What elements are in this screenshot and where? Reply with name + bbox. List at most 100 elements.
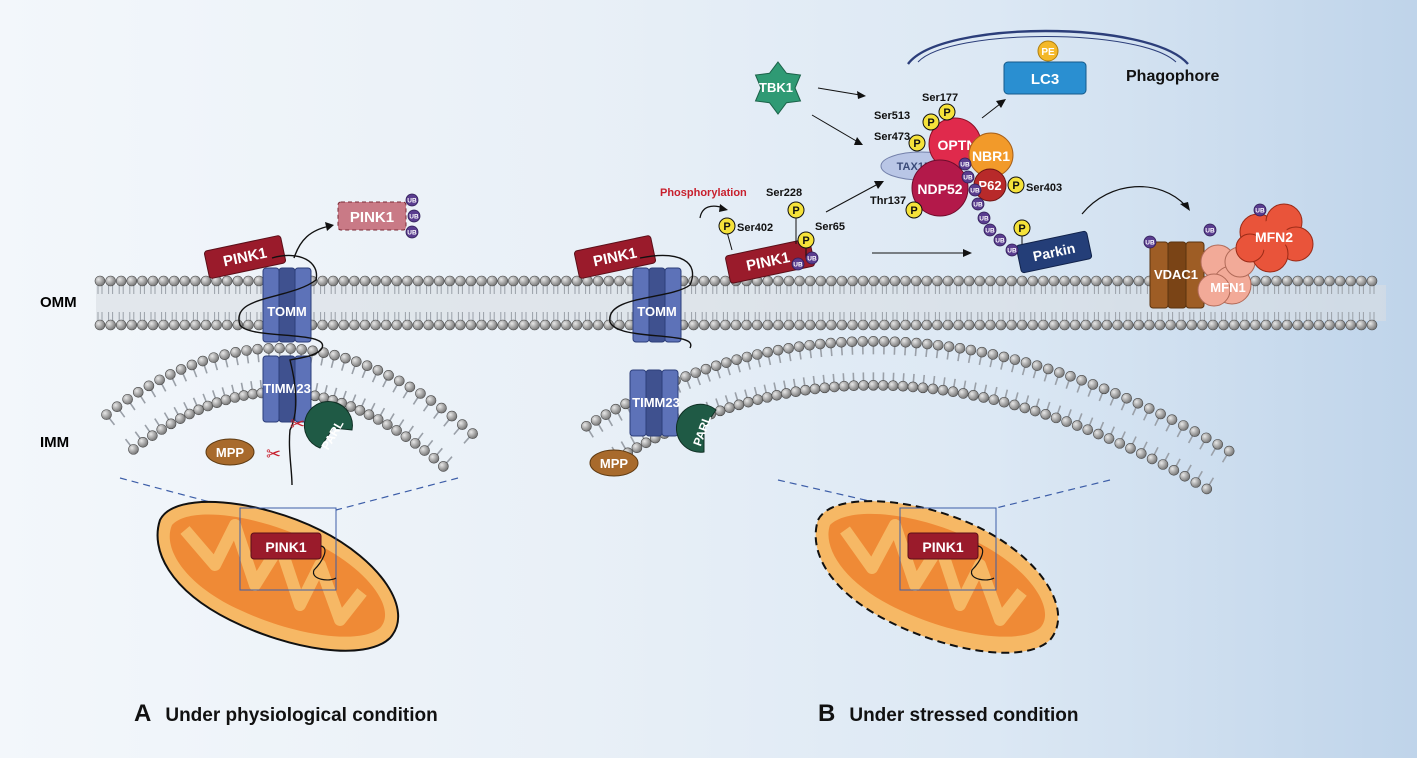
pink1-a: PINK1 [203,235,287,279]
degradation-arrow [293,225,331,259]
svg-text:P: P [1012,180,1019,192]
svg-text:UB: UB [807,256,817,263]
ub-badge: UB [1253,203,1267,217]
panel-b-caption: B Under stressed condition [818,700,1078,728]
ser402-label: Ser402 [737,222,773,234]
ub-chain-degraded: UB UB UB [405,193,421,239]
timm23-label-a: TIMM23 [263,381,311,396]
timm23-complex-b: TIMM23 [629,369,680,437]
ser65-label: Ser65 [815,221,845,233]
svg-text:UB: UB [960,162,970,169]
phospho-badge: P [938,103,956,121]
ub-badge: UB [805,251,819,265]
pink1-ubiquitinated: PINK1 [337,201,407,231]
imm-label: IMM [40,434,69,451]
mpp-label-b: MPP [600,456,629,471]
thr137-label: Thr137 [870,195,906,207]
mfn2: MFN2 [1235,203,1314,273]
mfn1: MFN1 [1197,244,1256,307]
scissors-icon-parl: ✂ [290,414,305,434]
ub-badge: UB [968,183,982,197]
svg-text:P: P [910,205,917,217]
svg-text:UB: UB [1007,248,1017,255]
pe: PE [1037,40,1059,62]
ub-badge: UB [1005,243,1019,257]
zoom-line-right-a [335,477,459,511]
phospho-badge: P [797,231,815,249]
svg-text:P: P [1018,223,1025,235]
phagophore-arc [907,29,1189,65]
ub-badge: UB [993,233,1007,247]
phospho-badge: P [1013,219,1031,237]
tomm-complex-a: TOMM [262,267,312,343]
mfn2-label: MFN2 [1255,229,1293,245]
svg-text:UB: UB [409,214,419,221]
svg-text:UB: UB [407,230,417,237]
tbk1: TBK1 [754,61,802,115]
svg-text:P: P [927,117,934,129]
timm23-complex-a: TIMM23 [262,355,312,423]
lc3: LC3 [1003,61,1087,95]
ndp52-label: NDP52 [917,181,962,197]
tbk1-label: TBK1 [759,80,793,95]
phagophore-label: Phagophore [1126,68,1219,85]
svg-text:UB: UB [979,216,989,223]
ser403-label: Ser403 [1026,182,1062,194]
svg-text:UB: UB [973,202,983,209]
parl-b: PARL [675,403,717,453]
ser177-label: Ser177 [922,92,958,104]
svg-text:UB: UB [1145,240,1155,247]
ub-badge: UB [977,211,991,225]
mpp-a: MPP [205,438,255,466]
nbr1-label: NBR1 [972,148,1010,164]
timm23-label-b: TIMM23 [632,395,680,410]
pink1-b-membrane: PINK1 [573,235,657,279]
svg-text:P: P [792,205,799,217]
ndp52: NDP52 [911,159,969,217]
svg-text:P: P [943,107,950,119]
mfn1-label: MFN1 [1210,280,1245,295]
ser228-label: Ser228 [766,187,802,199]
svg-text:UB: UB [963,175,973,182]
panel-a-title: Under physiological condition [165,705,438,726]
phospho-badge: P [718,217,736,235]
ser513-label: Ser513 [874,110,910,122]
optn-label: OPTN [938,137,977,153]
svg-text:UB: UB [985,228,995,235]
panel-b-letter: B [818,700,836,727]
mpp-b: MPP [589,449,639,477]
lc3-label: LC3 [1031,71,1059,88]
scissors-icon-mpp: ✂ [266,444,281,464]
phospho-badge: P [905,201,923,219]
ub-badge: UB [961,170,975,184]
svg-text:UB: UB [407,198,417,205]
svg-text:UB: UB [970,188,980,195]
phospho-badge: P [908,134,926,152]
parkin: Parkin [1015,230,1093,274]
zoom-line-right-b [995,479,1111,509]
ub-badge: UB [958,157,972,171]
svg-text:UB: UB [1205,228,1215,235]
pink1-label-mito-a: PINK1 [265,539,306,555]
zoom-line-left-b [777,479,901,509]
pink1-label-mito-b: PINK1 [922,539,963,555]
svg-text:P: P [723,221,730,233]
ub-badge: UB [791,257,805,271]
panel-b-title: Under stressed condition [849,705,1079,726]
ub-badge: UB [983,223,997,237]
p62-label: P62 [978,178,1001,193]
ub-badge: UB [405,225,419,239]
ub-badge: UB [407,209,421,223]
zoom-line-left-a [119,477,241,511]
svg-text:P: P [802,235,809,247]
pink1-thread-a [238,254,323,486]
tomm-label-b: TOMM [637,304,676,319]
mitochondrion-b: PINK1 [814,500,1060,654]
svg-text:UB: UB [995,238,1005,245]
